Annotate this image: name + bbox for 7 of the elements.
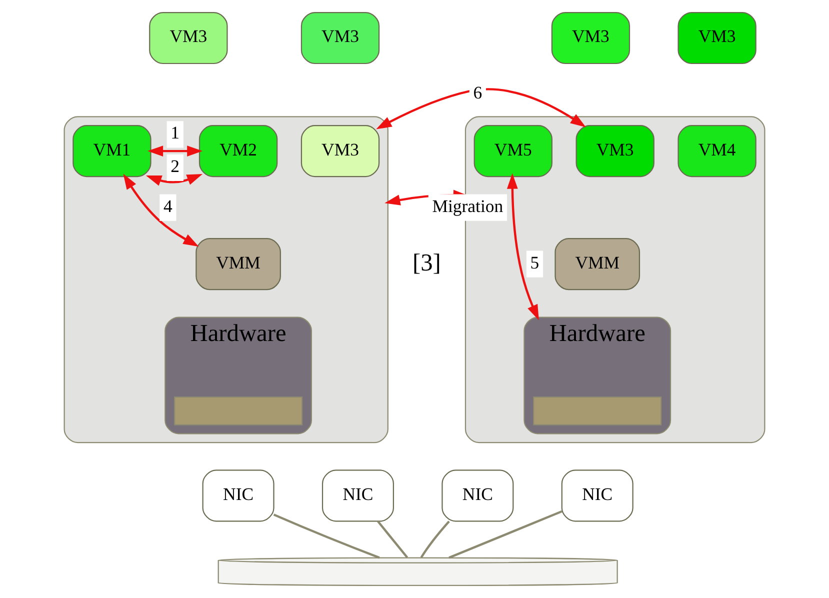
edge-label: 6 xyxy=(473,82,482,103)
edge-label: 4 xyxy=(163,196,172,216)
label: [3] xyxy=(412,249,441,276)
edge-label: 5 xyxy=(530,252,540,272)
edge-label: 2 xyxy=(170,156,180,176)
edge-label: Migration xyxy=(432,196,504,216)
edge-label: 1 xyxy=(170,122,180,143)
